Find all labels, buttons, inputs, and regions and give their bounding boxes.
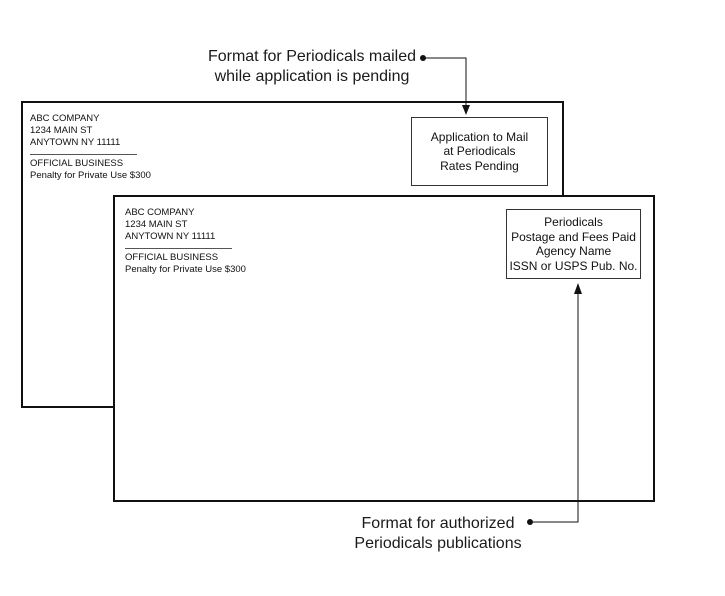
return-company: ABC COMPANY bbox=[125, 207, 195, 218]
indicia-authorized-line4: ISSN or USPS Pub. No. bbox=[509, 258, 638, 273]
indicia-authorized-box: Periodicals Postage and Fees Paid Agency… bbox=[506, 209, 641, 279]
envelope-authorized: ABC COMPANY 1234 MAIN ST ANYTOWN NY 1111… bbox=[113, 195, 655, 502]
leader-pending-line bbox=[423, 57, 467, 106]
callout-authorized-line2: Periodicals publications bbox=[354, 535, 522, 552]
indicia-authorized-line1: Periodicals bbox=[544, 215, 603, 229]
indicia-pending-box: Application to Mail at Periodicals Rates… bbox=[411, 117, 548, 186]
indicia-pending-line1: Application to Mail bbox=[430, 129, 529, 144]
indicia-pending-line2: at Periodicals bbox=[443, 144, 516, 159]
return-address-authorized: ABC COMPANY 1234 MAIN ST ANYTOWN NY 1111… bbox=[125, 207, 246, 276]
return-divider bbox=[30, 154, 137, 155]
callout-pending-line1: Format for Periodicals mailed bbox=[207, 48, 417, 65]
callout-authorized-line1: Format for authorized bbox=[361, 515, 515, 532]
return-official: OFFICIAL BUSINESS bbox=[30, 158, 124, 169]
return-company: ABC COMPANY bbox=[30, 113, 100, 124]
callout-pending-label: Format for Periodicals mailed while appl… bbox=[196, 47, 428, 87]
return-penalty: Penalty for Private Use $300 bbox=[30, 170, 151, 181]
callout-pending-line2: while application is pending bbox=[214, 68, 410, 85]
indicia-authorized-line3: Agency Name bbox=[535, 244, 612, 258]
return-street: 1234 MAIN ST bbox=[125, 219, 188, 230]
return-city: ANYTOWN NY 11111 bbox=[30, 137, 121, 148]
return-street: 1234 MAIN ST bbox=[30, 125, 93, 136]
return-official: OFFICIAL BUSINESS bbox=[125, 252, 219, 263]
return-address-pending: ABC COMPANY 1234 MAIN ST ANYTOWN NY 1111… bbox=[30, 113, 151, 182]
indicia-authorized-line2: Postage and Fees Paid bbox=[511, 229, 636, 244]
return-divider bbox=[125, 248, 232, 249]
indicia-pending-line3: Rates Pending bbox=[440, 158, 519, 173]
return-city: ANYTOWN NY 11111 bbox=[125, 231, 216, 242]
return-penalty: Penalty for Private Use $300 bbox=[125, 264, 246, 275]
callout-authorized-label: Format for authorized Periodicals public… bbox=[346, 514, 530, 554]
